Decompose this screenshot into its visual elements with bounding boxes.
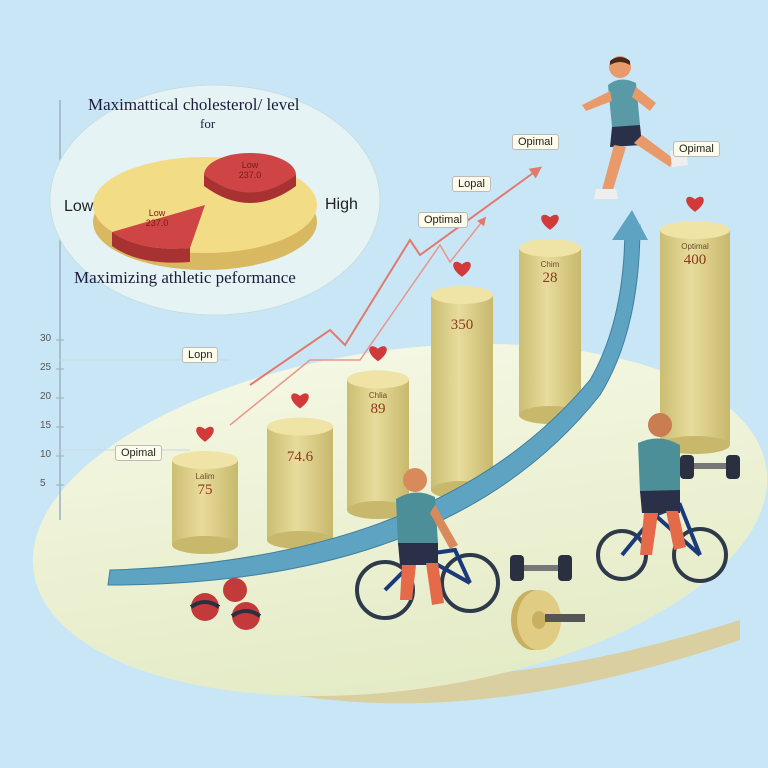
bar (660, 221, 730, 454)
hearts-group (196, 196, 704, 442)
pie-slice-left-side (112, 232, 190, 263)
pie-slice-label: Low 237.0 (238, 160, 262, 180)
bar-caption: Chlia (368, 391, 388, 401)
bar-value-label: 74.6 (286, 448, 314, 465)
bar (267, 417, 333, 549)
heart-icon (453, 261, 471, 277)
bar-caption: Chim (540, 260, 560, 269)
bar (172, 451, 238, 554)
pie-slice-right (204, 153, 296, 197)
bar-value-label: 89 (370, 401, 386, 418)
y-tick-label: 5 (40, 478, 46, 489)
chart-title-suffix: for (200, 116, 216, 131)
bar-caption: Optimal (681, 242, 709, 251)
bar-value-label: 75 (197, 482, 213, 498)
heart-icon (196, 426, 214, 442)
chart-subtitle: Maximizing athletic peformance (74, 268, 296, 287)
y-tick-label: 20 (40, 391, 52, 402)
weight-plate-icon (511, 590, 585, 650)
y-tick-label: 10 (40, 449, 52, 460)
pie-slice-label: Low 237.0 (145, 208, 169, 228)
annotation-label: Optimal (418, 212, 468, 228)
chart-title: Maximattical cholesterol/ level (88, 95, 300, 114)
bar-value-label: 400 (683, 252, 707, 268)
annotation-label: Opimal (512, 134, 559, 150)
blue-curve-arrowhead (612, 210, 648, 240)
cyclist-figure-right (596, 413, 728, 583)
heart-icon (369, 346, 387, 362)
bar (347, 370, 409, 519)
heart-icon (291, 393, 309, 409)
runner-figure (582, 56, 688, 199)
bar-caption: Lalim (195, 472, 215, 481)
pie-slice-right-side (204, 175, 296, 203)
dumbbell-icon-right (680, 455, 740, 479)
y-tick-label: 25 (40, 362, 52, 373)
dumbbell-icon-center (510, 555, 572, 581)
bar-value-label: 350 (450, 317, 474, 333)
y-tick-label: 15 (40, 420, 52, 431)
pie-label-high: High (325, 196, 358, 213)
bars-group (172, 221, 730, 554)
annotation-label: Lopn (182, 347, 219, 363)
annotation-label: Lopal (452, 176, 491, 192)
trend-arrow-upper (249, 166, 542, 386)
cyclist-figure-left (355, 468, 500, 620)
pie-label-low: Low (64, 198, 94, 215)
trend-arrow-lower (229, 216, 487, 426)
heart-icon (686, 196, 704, 212)
bar-value-label: 28 (542, 270, 558, 286)
pie-slice-left (112, 205, 205, 249)
y-axis-ticks (56, 339, 64, 486)
y-tick-label: 30 (40, 333, 52, 344)
annotation-label: Opimal (673, 141, 720, 157)
annotation-label: Opimal (115, 445, 162, 461)
heart-icon (541, 214, 559, 230)
medicine-ball-icon (189, 578, 262, 630)
